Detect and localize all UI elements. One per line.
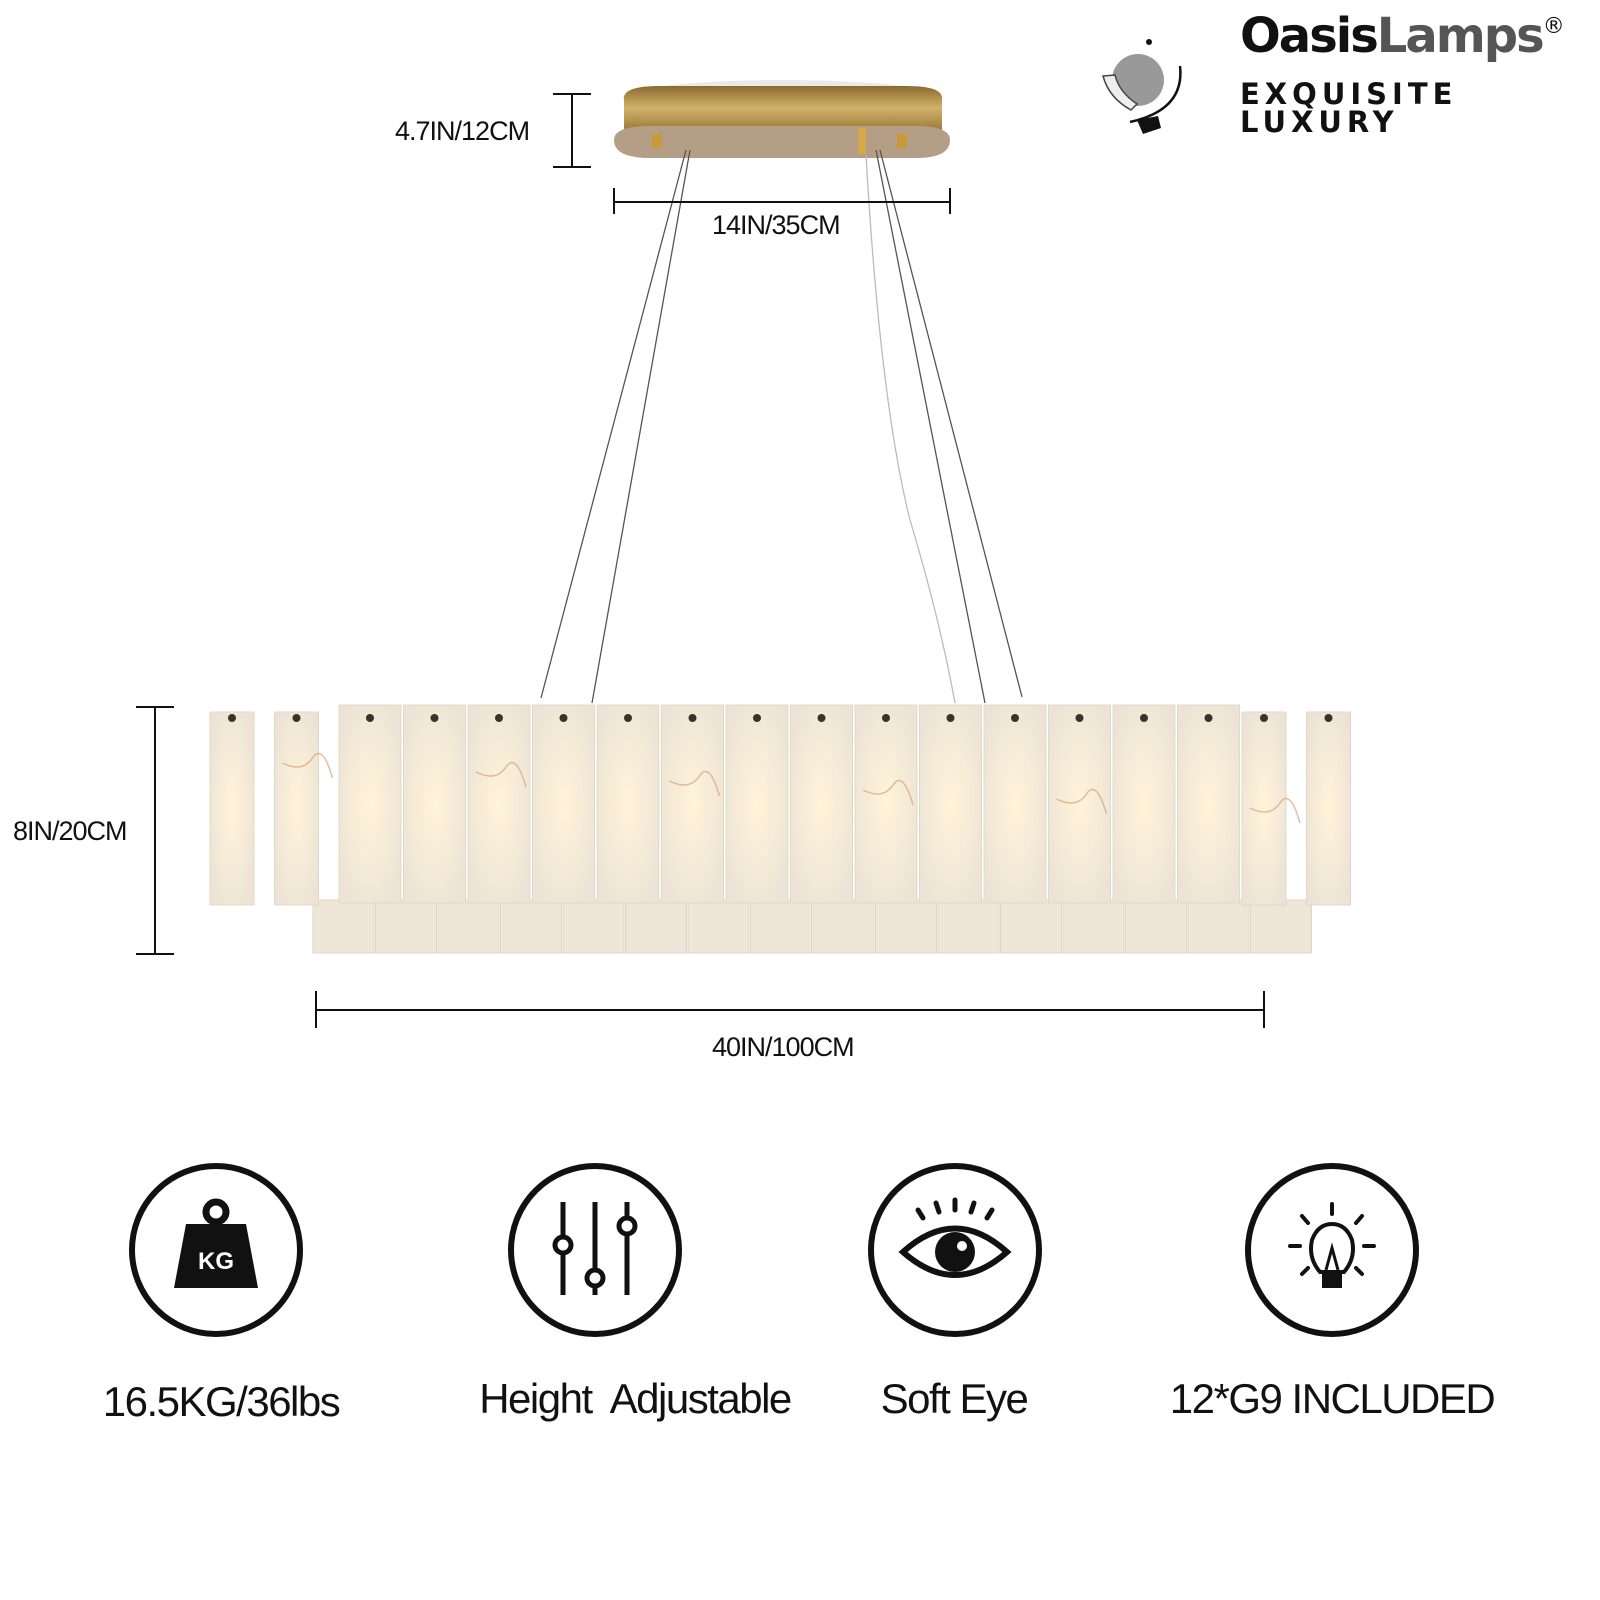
soft-eye-label: Soft Eye bbox=[880, 1375, 1029, 1422]
alabaster-shade bbox=[209, 704, 1351, 954]
screw-icon bbox=[292, 714, 301, 722]
screw-icon bbox=[946, 714, 955, 722]
upper-panel bbox=[532, 704, 595, 904]
screw-icon bbox=[1140, 714, 1148, 722]
upper-panel bbox=[1048, 704, 1111, 904]
screw-icon bbox=[559, 714, 568, 722]
upper-panel bbox=[209, 711, 255, 906]
screw-icon bbox=[1324, 714, 1333, 722]
lower-panel bbox=[312, 899, 375, 954]
upper-panel bbox=[790, 704, 853, 904]
upper-panel bbox=[919, 704, 982, 904]
logo-moon-arc-icon bbox=[1102, 39, 1182, 134]
lower-panel bbox=[437, 899, 500, 954]
screw-icon bbox=[228, 714, 236, 722]
lower-panel bbox=[375, 899, 437, 954]
screw-icon bbox=[753, 714, 761, 722]
screw-icon bbox=[1011, 714, 1019, 722]
height-adjustable-label: Height Adjustable bbox=[479, 1375, 792, 1422]
marble-vein bbox=[475, 761, 527, 788]
lower-panel bbox=[625, 899, 687, 954]
brand-name: OasisLamps® bbox=[1240, 8, 1565, 64]
lower-panel bbox=[500, 899, 562, 954]
lower-panel bbox=[562, 899, 625, 954]
screw-icon bbox=[817, 714, 826, 722]
screw-icon bbox=[366, 714, 374, 722]
marble-vein bbox=[669, 770, 721, 797]
marble-vein bbox=[1056, 788, 1108, 815]
lower-panel bbox=[812, 899, 875, 954]
light-bulb-icon bbox=[1245, 1163, 1419, 1337]
shade-height-label: 8IN/20CM bbox=[13, 816, 128, 846]
canopy-height-label: 4.7IN/12CM bbox=[395, 116, 530, 146]
upper-panel bbox=[1306, 711, 1351, 906]
kg-text: KG bbox=[198, 1248, 234, 1275]
weight-label: 16.5KG/36lbs bbox=[102, 1378, 341, 1425]
dimension-lines bbox=[136, 93, 1265, 1028]
canopy-width-label: 14IN/35CM bbox=[712, 210, 841, 240]
lower-panel bbox=[1000, 899, 1062, 954]
bulbs-included-label: 12*G9 INCLUDED bbox=[1169, 1375, 1496, 1422]
screw-icon bbox=[882, 714, 890, 722]
marble-vein bbox=[282, 752, 334, 779]
upper-panel bbox=[854, 704, 918, 904]
weight-kg-icon: KG bbox=[129, 1163, 303, 1337]
lower-panel bbox=[1250, 899, 1312, 954]
upper-panel bbox=[403, 704, 466, 904]
upper-panel bbox=[274, 711, 319, 906]
upper-panel bbox=[983, 704, 1047, 904]
chandelier-illustration bbox=[136, 80, 1351, 1028]
lower-panel bbox=[937, 899, 1000, 954]
screw-icon bbox=[1204, 714, 1213, 722]
eye-icon bbox=[868, 1163, 1042, 1337]
lower-panel bbox=[1125, 899, 1187, 954]
registered-mark: ® bbox=[1542, 14, 1565, 39]
lower-panel bbox=[1062, 899, 1125, 954]
upper-panel bbox=[1112, 704, 1176, 904]
canopy bbox=[614, 80, 950, 158]
screw-icon bbox=[430, 714, 439, 722]
upper-panel bbox=[467, 704, 531, 904]
brand-name-light: Lamps bbox=[1376, 8, 1545, 64]
lower-panel bbox=[875, 899, 937, 954]
suspension-wires bbox=[540, 149, 1023, 704]
upper-panel bbox=[1177, 704, 1240, 904]
upper-panel bbox=[661, 704, 724, 904]
upper-panel bbox=[1241, 711, 1287, 906]
screw-icon bbox=[624, 714, 632, 722]
marble-vein bbox=[1249, 797, 1301, 824]
upper-panel bbox=[338, 704, 402, 904]
tagline-line2: LUXURY bbox=[1240, 105, 1399, 139]
sliders-icon bbox=[508, 1163, 682, 1337]
upper-panel bbox=[725, 704, 789, 904]
screw-icon bbox=[1075, 714, 1084, 722]
brand-name-bold: Oasis bbox=[1240, 8, 1379, 64]
tagline-line1: EXQUISITE bbox=[1240, 77, 1458, 111]
lower-panel bbox=[750, 899, 812, 954]
lower-panel bbox=[687, 899, 750, 954]
marble-vein bbox=[862, 779, 914, 806]
screw-icon bbox=[1260, 714, 1268, 722]
lower-panel bbox=[1187, 899, 1250, 954]
overall-length-label: 40IN/100CM bbox=[712, 1032, 855, 1062]
screw-icon bbox=[495, 714, 503, 722]
screw-icon bbox=[688, 714, 697, 722]
upper-panel bbox=[596, 704, 660, 904]
